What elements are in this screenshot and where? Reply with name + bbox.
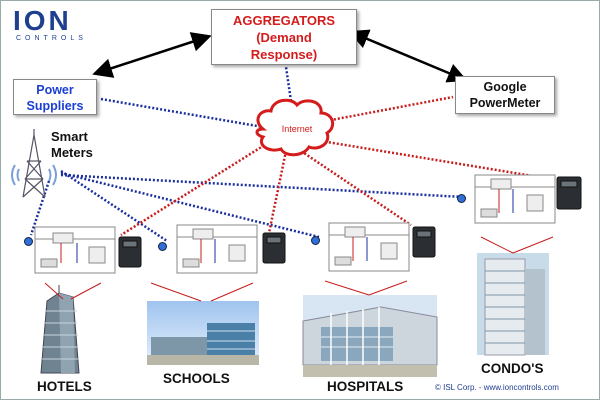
condos-label: CONDO'S [481, 361, 544, 376]
power-suppliers-line1: Power [36, 83, 74, 97]
controller-device-icons [118, 176, 582, 268]
logo-main-text: ION [13, 5, 72, 36]
arrow-agg-suppliers [92, 32, 212, 78]
hotels-label: HOTELS [37, 379, 92, 394]
copyright-text: © ISL Corp. - www.ioncontrols.com [435, 383, 559, 392]
meter-node-hospitals [311, 236, 320, 245]
smart-meter-tower-icon [11, 129, 57, 198]
schools-label: SCHOOLS [163, 371, 230, 386]
hotel-building-image [40, 285, 80, 374]
schematic-panels [34, 174, 556, 274]
internet-label: Internet [281, 124, 313, 134]
aggregators-line1: AGGREGATORS [232, 13, 336, 28]
arrow-agg-google [348, 29, 468, 83]
google-line2: PowerMeter [469, 96, 541, 110]
aggregators-box: AGGREGATORS (Demand Response) [211, 9, 357, 65]
red-links [120, 95, 552, 237]
power-suppliers-box: Power Suppliers [13, 79, 97, 115]
ion-controls-logo: ION CONTROLS [13, 5, 103, 43]
logo-sub-text: CONTROLS [16, 35, 87, 42]
meter-node-schools [158, 242, 167, 251]
hospitals-label: HOSPITALS [327, 379, 404, 394]
smart-meters-line1: Smart [51, 129, 88, 144]
meter-node-condos [457, 194, 466, 203]
school-building-image [147, 301, 259, 365]
smart-meters-label: Smart Meters [51, 129, 93, 161]
google-powermeter-box: Google PowerMeter [455, 76, 555, 114]
hospital-building-image [302, 295, 438, 377]
smart-meters-line2: Meters [51, 145, 93, 160]
power-suppliers-line2: Suppliers [26, 99, 84, 113]
condo-building-image [477, 253, 549, 356]
aggregators-line2: (Demand [256, 30, 312, 45]
internet-cloud-icon [255, 98, 335, 157]
blue-links [29, 66, 464, 243]
google-line1: Google [483, 80, 527, 94]
meter-node-hotels [24, 237, 33, 246]
aggregators-line3: Response) [250, 47, 318, 62]
